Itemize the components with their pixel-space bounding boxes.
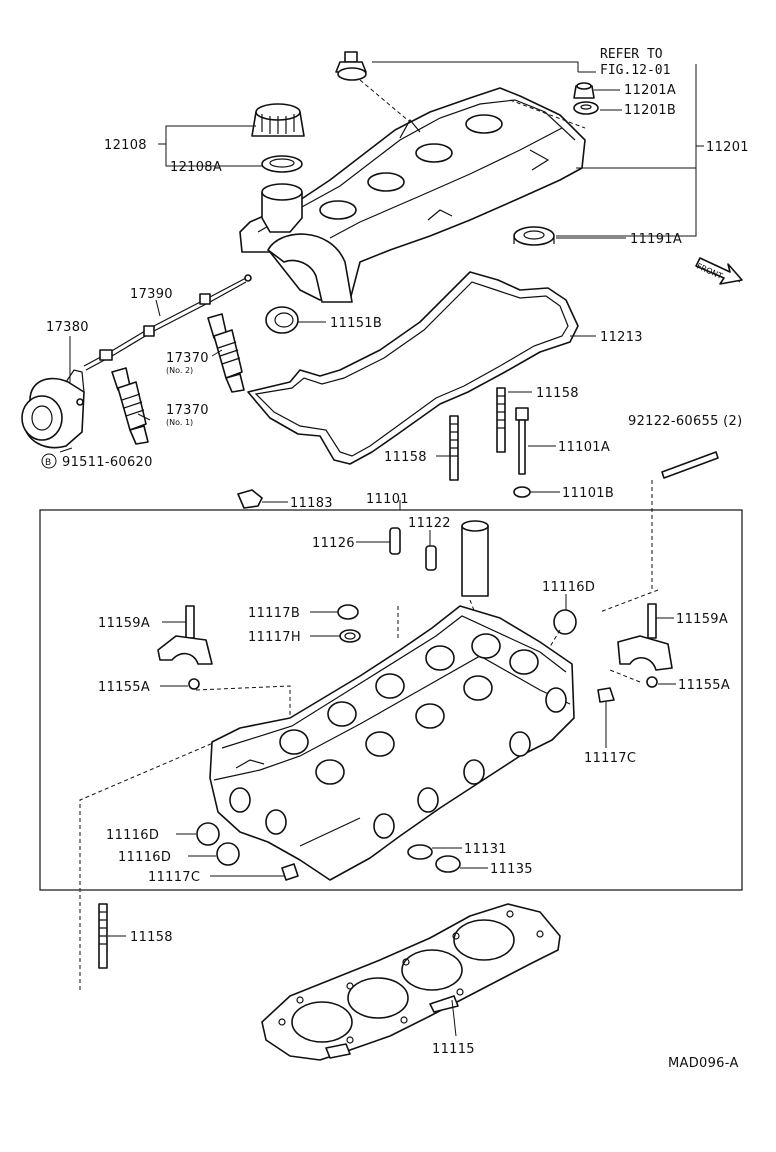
label-11131: 11131 bbox=[464, 842, 507, 857]
label-11201b: 11201B bbox=[624, 103, 676, 118]
spark-plug-tube-gasket bbox=[513, 226, 555, 246]
label-11101: 11101 bbox=[366, 492, 409, 507]
plug-11116d-a bbox=[196, 822, 220, 846]
label-11116d-b: 11116D bbox=[118, 850, 171, 865]
label-11213: 11213 bbox=[600, 330, 643, 345]
label-11151b: 11151B bbox=[330, 316, 382, 331]
knock-sensor-wire bbox=[83, 274, 252, 371]
label-17390: 17390 bbox=[130, 287, 173, 302]
spark-plug-tube bbox=[461, 520, 489, 597]
figure-code: MAD096-A bbox=[668, 1056, 739, 1071]
gasket-11117h bbox=[339, 629, 361, 643]
cover-seal-washer bbox=[573, 101, 599, 115]
refer-text-2: FIG.12-01 bbox=[600, 63, 670, 78]
label-11155a-right: 11155A bbox=[678, 678, 730, 693]
head-bolt-washer bbox=[513, 486, 531, 498]
straight-pin bbox=[389, 527, 401, 555]
stud-bolt-right bbox=[496, 387, 506, 453]
label-17370-no1-note: (No. 1) bbox=[166, 418, 193, 427]
stud-92122 bbox=[661, 451, 719, 479]
cylinder-head-frame bbox=[39, 509, 743, 891]
label-12108a: 12108A bbox=[170, 160, 222, 175]
stud-bolt-left bbox=[449, 415, 459, 481]
plug-11116d-b bbox=[216, 842, 240, 866]
label-91511-mark: B bbox=[45, 458, 51, 468]
oil-filler-cap bbox=[251, 103, 305, 137]
label-11101b: 11101B bbox=[562, 486, 614, 501]
plug-11117b bbox=[337, 604, 359, 620]
label-11159a-right: 11159A bbox=[676, 612, 728, 627]
label-92122: 92122-60655 (2) bbox=[628, 414, 742, 429]
label-11117b: 11117B bbox=[248, 606, 300, 621]
oil-pressure-switch bbox=[335, 51, 367, 81]
label-91511: 91511-60620 bbox=[62, 455, 153, 470]
label-11159a-left: 11159A bbox=[98, 616, 150, 631]
label-11158-left: 11158 bbox=[384, 450, 427, 465]
label-11155a-left: 11155A bbox=[98, 680, 150, 695]
refer-text-1: REFER TO bbox=[600, 47, 663, 62]
plug-11131 bbox=[407, 844, 433, 860]
camshaft-position-sensor bbox=[21, 369, 85, 449]
cylinder-head-cover bbox=[239, 87, 586, 303]
label-11158-top: 11158 bbox=[536, 386, 579, 401]
temperature-sensor-no1 bbox=[111, 367, 149, 445]
label-17370-no2-note: (No. 2) bbox=[166, 366, 193, 375]
cylinder-head-gasket bbox=[261, 903, 561, 1061]
camshaft-seal bbox=[265, 306, 299, 334]
label-11126: 11126 bbox=[312, 536, 355, 551]
ring-pin bbox=[425, 545, 437, 571]
head-bolt bbox=[515, 407, 529, 475]
plug-11117c-right bbox=[597, 687, 615, 703]
label-17380: 17380 bbox=[46, 320, 89, 335]
camshaft-cap-right bbox=[617, 603, 673, 671]
ring-pin-right bbox=[646, 676, 658, 688]
label-11201a: 11201A bbox=[624, 83, 676, 98]
label-17370-no2: 17370 bbox=[166, 351, 209, 366]
label-11135: 11135 bbox=[490, 862, 533, 877]
label-11117c-left: 11117C bbox=[148, 870, 200, 885]
label-11101a: 11101A bbox=[558, 440, 610, 455]
front-arrow-icon bbox=[695, 257, 743, 285]
ring-pin-left bbox=[188, 678, 200, 690]
cover-nut bbox=[573, 82, 595, 99]
plug-11117c-left bbox=[281, 863, 299, 881]
label-11183: 11183 bbox=[290, 496, 333, 511]
plug-11135 bbox=[435, 855, 461, 873]
cylinder-head bbox=[209, 605, 575, 881]
label-17370-no1: 17370 bbox=[166, 403, 209, 418]
label-11158-bottom: 11158 bbox=[130, 930, 173, 945]
label-11117h: 11117H bbox=[248, 630, 301, 645]
temperature-sensor-no2 bbox=[207, 313, 245, 393]
label-11191a: 11191A bbox=[630, 232, 682, 247]
label-11201: 11201 bbox=[706, 140, 749, 155]
label-11122: 11122 bbox=[408, 516, 451, 531]
cam-cap-plug bbox=[237, 489, 263, 509]
label-11116d-a: 11116D bbox=[106, 828, 159, 843]
oil-filler-cap-gasket bbox=[261, 155, 303, 173]
label-11117c-right: 11117C bbox=[584, 751, 636, 766]
stud-bolt-bottom bbox=[98, 903, 108, 969]
label-11116d-top: 11116D bbox=[542, 580, 595, 595]
label-11115: 11115 bbox=[432, 1042, 475, 1057]
plug-11116d-top bbox=[553, 609, 577, 635]
cover-gasket bbox=[247, 271, 579, 465]
camshaft-cap-left bbox=[157, 605, 213, 665]
label-12108: 12108 bbox=[104, 138, 147, 153]
